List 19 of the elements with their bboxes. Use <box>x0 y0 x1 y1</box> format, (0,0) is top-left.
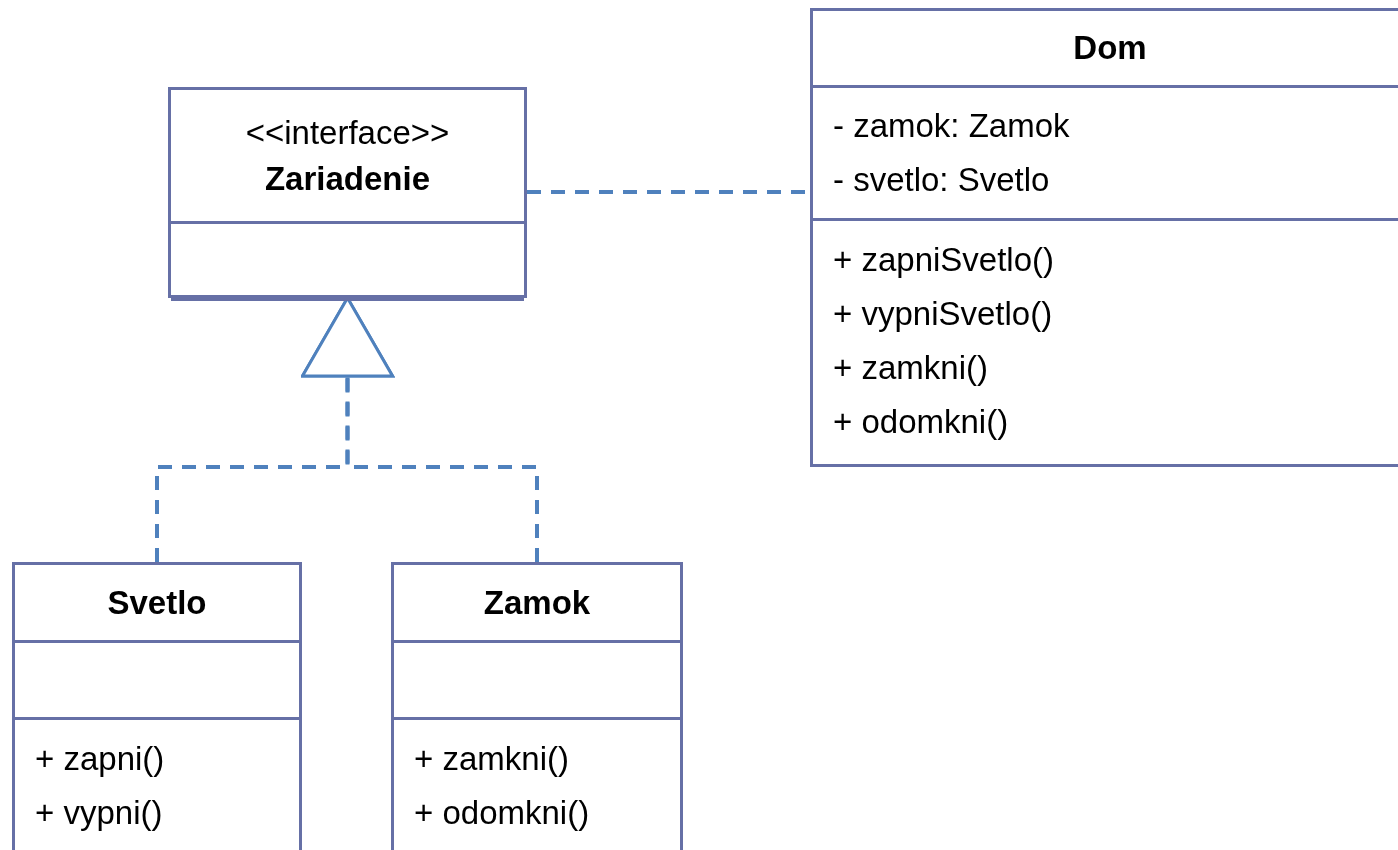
method: + zapni() <box>35 739 166 779</box>
class-name: Zariadenie <box>264 158 431 199</box>
method: + zapniSvetlo() <box>833 240 1056 280</box>
attribute: - zamok: Zamok <box>833 106 1071 146</box>
method: + odomkni() <box>414 793 591 833</box>
class-name: Zamok <box>483 582 591 623</box>
class-name: Dom <box>1073 28 1147 68</box>
attribute: - svetlo: Svetlo <box>833 160 1051 200</box>
class-name: Svetlo <box>107 582 207 623</box>
method: + zamkni() <box>414 739 570 779</box>
class-box <box>168 87 527 298</box>
method: + vypni() <box>35 793 164 833</box>
method: + vypniSvetlo() <box>833 294 1054 334</box>
method: + odomkni() <box>833 402 1010 442</box>
stereotype: <<interface>> <box>245 112 450 153</box>
class-box <box>12 562 302 850</box>
class-box <box>810 8 1398 467</box>
method: + zamkni() <box>833 348 989 388</box>
class-box <box>391 562 683 850</box>
